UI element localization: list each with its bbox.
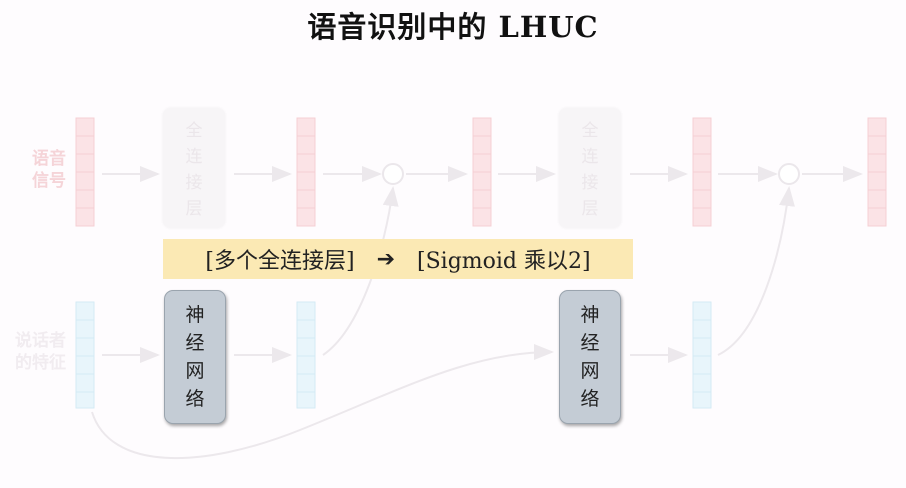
top-vector-4 (692, 117, 712, 227)
multiply-node-1 (382, 163, 404, 185)
speaker-feature-label: 说话者 的特征 (15, 331, 66, 373)
fc-layer-box-1 (163, 108, 225, 228)
bottom-vector-input (75, 301, 95, 409)
right-arrow-icon: ➔ (376, 246, 396, 272)
bottom-vector-2 (296, 301, 316, 409)
fc-layer-label-2: 全连 接层 (581, 121, 599, 219)
bottom-vector-4 (692, 301, 712, 409)
top-vector-3 (472, 117, 492, 227)
multiply-node-2 (778, 163, 800, 185)
top-vector-2 (296, 117, 316, 227)
page-title: 语音识别中的 LHUC (307, 10, 599, 44)
banner-right-text: [Sigmoid 乘以2] (417, 249, 591, 274)
fc-layer-box-2 (559, 108, 621, 228)
explanation-banner: [多个全连接层] ➔ [Sigmoid 乘以2] (163, 239, 633, 279)
fc-layer-label-1: 全连 接层 (185, 121, 203, 219)
neural-network-box-1: 神 经 网 络 (164, 290, 226, 424)
banner-left-text: [多个全连接层] (205, 249, 355, 274)
top-vector-output (867, 117, 887, 227)
neural-network-box-2: 神 经 网 络 (559, 290, 621, 424)
top-vector-input (75, 117, 95, 227)
bottom-row-arrows (91, 186, 795, 460)
speech-signal-label: 语音 信号 (32, 149, 66, 191)
